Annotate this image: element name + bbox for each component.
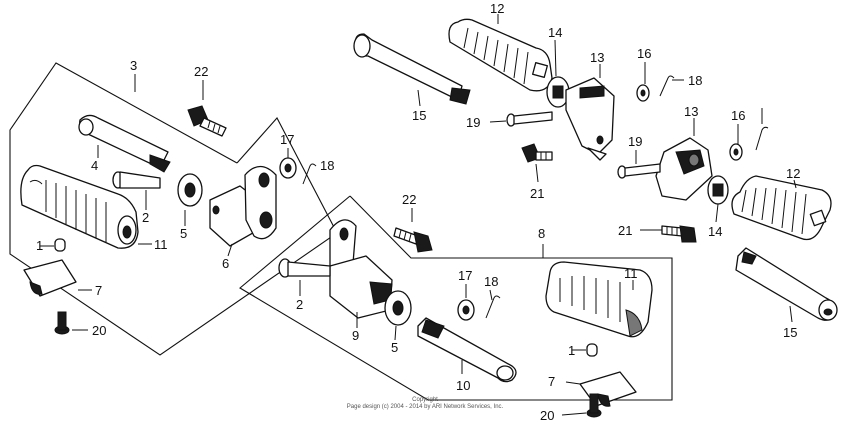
callout-20-middle: 20 [540, 408, 554, 423]
callout-2-left: 2 [142, 210, 149, 225]
callout-7-left: 7 [95, 283, 102, 298]
part-18-cotter-pin-middle [485, 295, 501, 319]
part-18-cotter-pin-left [302, 163, 317, 185]
callout-4: 4 [91, 158, 98, 173]
part-4-rod [78, 114, 171, 173]
callout-9: 9 [352, 328, 359, 343]
part-18-cotter-pin-upper [659, 75, 675, 97]
callout-2-middle: 2 [296, 297, 303, 312]
part-21-bolt-lower [661, 225, 697, 243]
part-5-washer-middle [384, 290, 412, 326]
callout-20-left: 20 [92, 323, 106, 338]
callout-12-upper: 12 [490, 1, 504, 16]
part-11-rubber-grip-left [20, 164, 139, 249]
part-16-washer-lower [729, 143, 743, 161]
part-12-rubber-grip-upper [448, 18, 553, 92]
callout-6: 6 [222, 256, 229, 271]
part-17-washer-middle [457, 299, 475, 321]
part-17-washer-left [279, 157, 297, 179]
callout-5-middle: 5 [391, 340, 398, 355]
callout-16-upper: 16 [637, 46, 651, 61]
callout-13-lower: 13 [684, 104, 698, 119]
callout-14-lower: 14 [708, 224, 722, 239]
callout-15-lower: 15 [783, 325, 797, 340]
part-1-rubber-middle [586, 343, 598, 357]
part-15-pivot-rod-lower [735, 247, 838, 321]
callout-17-left: 17 [280, 132, 294, 147]
callout-11-left: 11 [154, 237, 168, 252]
part-15-pivot-rod-upper [353, 33, 471, 105]
part-11-rubber-grip-middle [545, 261, 653, 338]
callout-14-upper: 14 [548, 25, 562, 40]
callout-7-middle: 7 [548, 374, 555, 389]
callout-18-upper: 18 [688, 73, 702, 88]
part-9-bracket-middle [329, 219, 393, 319]
part-20-bolt-left [54, 311, 70, 335]
callout-22-middle: 22 [402, 192, 416, 207]
callout-19-lower: 19 [628, 134, 642, 149]
part-22-bolt-middle [393, 227, 433, 253]
middle-assembly-frame [239, 195, 673, 401]
callout-3: 3 [130, 58, 137, 73]
part-6-bracket-left [209, 165, 277, 247]
callout-8: 8 [538, 226, 545, 241]
callout-19-upper: 19 [466, 115, 480, 130]
part-13-holder-lower [655, 137, 713, 201]
callout-5-left: 5 [180, 226, 187, 241]
callout-21-lower: 21 [618, 223, 632, 238]
callout-10: 10 [456, 378, 470, 393]
part-7-plate-left [23, 259, 77, 297]
callout-13-upper: 13 [590, 50, 604, 65]
part-5-washer-left [177, 173, 203, 207]
part-21-bolt-upper [521, 143, 553, 163]
part-1-rubber-left [54, 238, 66, 252]
callout-12-lower: 12 [786, 166, 800, 181]
callout-17-middle: 17 [458, 268, 472, 283]
part-22-bolt-left [187, 105, 227, 137]
callout-16-lower: 16 [731, 108, 745, 123]
part-13-holder-upper [565, 77, 615, 161]
callout-11-middle: 11 [624, 266, 638, 281]
callout-15-upper: 15 [412, 108, 426, 123]
part-10-rod-middle [417, 317, 517, 383]
callout-18-middle: 18 [484, 274, 498, 289]
part-19-pin-lower [617, 163, 661, 179]
left-assembly-frame [9, 62, 338, 356]
part-19-pin-upper [506, 111, 553, 127]
copyright-notice: Page design (c) 2004 - 2014 by ARI Netwo… [346, 404, 504, 410]
callout-1-left: 1 [36, 238, 43, 253]
callout-1-middle: 1 [568, 343, 575, 358]
part-18-cotter-pin-lower [755, 126, 769, 151]
part-20-bolt-middle [586, 393, 602, 418]
part-14-washer-lower [707, 175, 729, 205]
callout-22-left: 22 [194, 64, 208, 79]
part-12-rubber-grip-lower [731, 175, 832, 241]
part-16-washer-upper [636, 84, 650, 102]
part-2-pin-middle [278, 258, 331, 278]
callout-18-left: 18 [320, 158, 334, 173]
callout-21-upper: 21 [530, 186, 544, 201]
part-2-pin-left [112, 171, 161, 189]
copyright-label: Copyright [412, 397, 438, 403]
